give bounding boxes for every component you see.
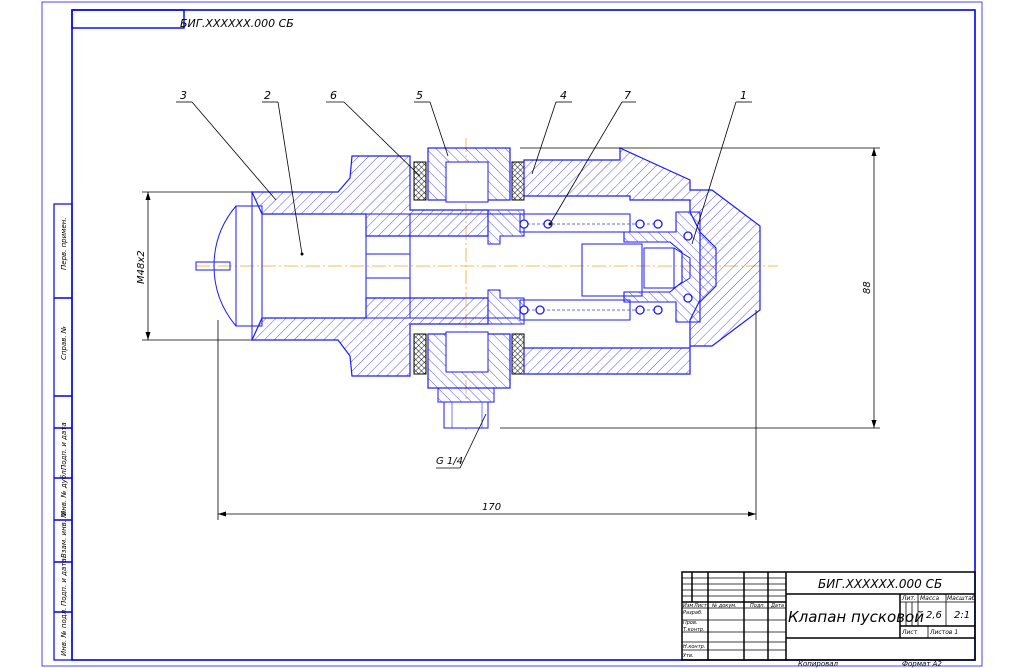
side-label-3: Подп. и дата <box>60 422 68 470</box>
side-label-6: Подп. и дата <box>60 558 68 606</box>
tb-role-dev: Разраб. <box>683 610 703 616</box>
tb-sheet: Лист <box>901 629 918 636</box>
tb-row-doc: № докум. <box>711 603 737 609</box>
tb-role-tcontrol: Т.контр. <box>683 627 705 633</box>
leader-4: 4 <box>560 89 567 102</box>
top-stamp: БИГ.XXXXXX.000 СБ <box>71 9 294 30</box>
leader-7: 7 <box>624 89 631 102</box>
dim-thread-left: М48х2 <box>136 250 147 284</box>
side-strip: Перв. примен. Справ. № Подп. и дата Инв.… <box>53 203 73 661</box>
leader-3: 3 <box>180 89 187 102</box>
tb-name: Клапан пусковой <box>788 608 924 626</box>
side-label-1: Перв. примен. <box>60 217 68 270</box>
side-label-2: Справ. № <box>60 326 68 360</box>
tb-role-check: Пров. <box>683 620 698 626</box>
footer-copied: Копировал <box>798 660 839 668</box>
dim-height: 88 <box>862 281 873 294</box>
dimensions: М48х2 88 170 G 1/4 <box>136 147 880 520</box>
tb-scale: 2:1 <box>954 610 970 621</box>
tb-sheets: Листов 1 <box>929 629 958 636</box>
part-4-seal-top <box>511 161 525 201</box>
tb-row-izm: Изм <box>683 603 693 609</box>
side-label-4: Инв. № дубл. <box>60 468 68 516</box>
tb-role-approve: Утв. <box>683 653 694 659</box>
top-stamp-code: БИГ.XXXXXX.000 СБ <box>180 17 294 30</box>
part-4-seal-bottom <box>511 333 525 375</box>
tb-doc-code: БИГ.XXXXXX.000 СБ <box>818 577 942 591</box>
part-5-port-ring <box>427 147 511 429</box>
dim-length: 170 <box>482 502 501 513</box>
leader-5: 5 <box>416 89 423 102</box>
title-block: БИГ.XXXXXX.000 СБ Клапан пусковой Лит. М… <box>681 571 976 661</box>
part-7-spring <box>519 219 693 315</box>
tb-row-date: Дата <box>770 603 784 609</box>
tb-col-lit: Лит. <box>901 595 916 602</box>
part-6-seal-top <box>413 161 427 201</box>
side-label-7: Инв. № подл. <box>60 608 68 656</box>
tb-col-scale: Масштаб <box>947 595 976 602</box>
tb-col-mass: Масса <box>920 595 939 602</box>
part-6-seal-bottom <box>413 333 427 375</box>
tb-role-ncontrol: Н.контр. <box>683 644 705 650</box>
tb-mass: 2,6 <box>926 610 942 621</box>
leader-6: 6 <box>330 89 337 102</box>
leaders: 3 2 6 5 4 7 1 <box>176 89 752 256</box>
leader-2: 2 <box>264 89 271 102</box>
leader-1: 1 <box>740 89 747 102</box>
tb-row-sign: Подп. <box>750 603 765 609</box>
footer-format: Формат А2 <box>902 660 942 668</box>
tb-row-list: Лист <box>693 603 708 609</box>
outer-frame <box>41 1 983 667</box>
dim-thread-bottom: G 1/4 <box>436 456 463 467</box>
part-4-housing <box>487 147 761 375</box>
side-label-5: Взам. инв. № <box>60 510 68 558</box>
